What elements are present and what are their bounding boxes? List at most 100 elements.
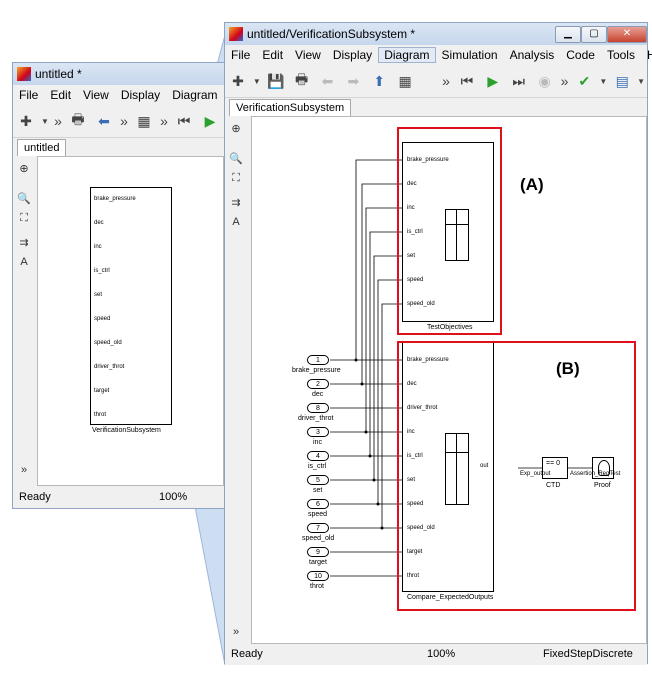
port-label: inc <box>94 244 102 250</box>
forward-arrow-icon[interactable]: ➡ <box>347 72 360 89</box>
ctd-block[interactable]: == 0 <box>542 457 568 479</box>
menu-file[interactable]: File <box>19 88 39 102</box>
inport-number: 10 <box>307 571 329 581</box>
fit-view-icon[interactable]: ⛶ <box>20 212 28 224</box>
menu-diagram[interactable]: Diagram <box>172 88 218 102</box>
route-lines-icon[interactable]: ⇉ <box>231 197 241 209</box>
menu-edit[interactable]: Edit <box>262 48 284 62</box>
back-arrow-icon[interactable]: ⬅ <box>98 112 110 129</box>
compare-expected-outputs-block[interactable]: brake_pressure dec driver_throt inc is_c… <box>402 342 494 592</box>
save-icon[interactable]: 💾 <box>267 72 285 89</box>
annotation-icon[interactable]: A <box>232 216 240 228</box>
port-label: inc <box>407 429 415 435</box>
menu-view[interactable]: View <box>83 88 109 102</box>
run-icon[interactable]: ▶ <box>487 72 499 89</box>
port-label: brake_pressure <box>94 196 136 202</box>
chevron-down-icon-3[interactable]: ▼ <box>637 76 646 86</box>
new-model-icon[interactable]: ✚ <box>20 112 32 129</box>
fit-view-icon[interactable]: ⛶ <box>232 172 240 184</box>
back-window: untitled * File Edit View Display Diagra… <box>12 62 238 509</box>
step-back-icon[interactable]: ⏮ <box>460 72 474 89</box>
menu-diagram[interactable]: Diagram <box>378 47 436 63</box>
new-model-icon[interactable]: ✚ <box>232 72 244 89</box>
proof-block[interactable] <box>592 457 614 479</box>
status-solver: FixedStepDiscrete <box>543 648 633 660</box>
route-lines-icon[interactable]: ⇉ <box>19 237 29 249</box>
subsystem-glyph-icon <box>445 433 469 505</box>
annotation-icon[interactable]: A <box>20 256 28 268</box>
hide-browser-icon[interactable]: ⊕ <box>231 123 241 135</box>
menu-file[interactable]: File <box>231 48 251 62</box>
close-button[interactable]: ✕ <box>607 26 647 43</box>
zoom-icon[interactable]: 🔍 <box>17 193 31 205</box>
maximize-button[interactable]: ▢ <box>581 26 607 43</box>
front-toolbar: ✚ ▼ 💾 🖶 ⬅ ➡ ⬆ ▦ » ⏮ ▶ ⏭ ◉ » ✔ ▼ ▤ ▼ <box>225 65 647 98</box>
subsystem-name: VerificationSubsystem <box>92 427 161 434</box>
print-icon[interactable]: 🖶 <box>71 111 85 127</box>
chevron-down-icon[interactable]: ▼ <box>252 76 261 86</box>
inport-number: 3 <box>307 427 329 437</box>
port-label: speed_old <box>94 340 122 346</box>
menu-help[interactable]: Help <box>646 48 652 62</box>
menu-display[interactable]: Display <box>332 48 373 62</box>
hide-browser-icon[interactable]: ⊕ <box>19 163 29 175</box>
chevron-down-icon[interactable]: ▼ <box>41 116 49 126</box>
signal-line <box>369 231 402 456</box>
menu-edit[interactable]: Edit <box>50 88 72 102</box>
overflow-icon-2[interactable]: » <box>560 73 569 89</box>
junction-dot <box>380 526 384 530</box>
port-label: target <box>407 549 423 555</box>
library-browser-icon[interactable]: ▦ <box>398 72 412 89</box>
compare-name: Compare_ExpectedOutputs <box>407 594 494 601</box>
port-label: is_ctrl <box>407 229 423 235</box>
check-model-icon[interactable]: ✔ <box>578 72 591 89</box>
menu-analysis[interactable]: Analysis <box>509 48 555 62</box>
overflow-icon-2[interactable]: » <box>120 113 128 129</box>
ctd-symbol: == 0 <box>546 460 561 467</box>
verification-subsystem-block[interactable]: brake_pressure dec inc is_ctrl set speed… <box>90 187 172 425</box>
port-label: is_ctrl <box>407 453 423 459</box>
port-label: set <box>94 292 103 298</box>
tab-untitled[interactable]: untitled <box>17 139 67 156</box>
proof-port-label: Assertion_ReqTest <box>570 471 621 477</box>
expand-palette-icon[interactable]: » <box>232 626 240 638</box>
inport-name: is_ctrl <box>308 463 327 470</box>
test-objectives-block[interactable]: brake_pressure dec inc is_ctrl set speed… <box>402 142 494 322</box>
back-arrow-icon[interactable]: ⬅ <box>321 72 334 89</box>
signal-line <box>361 183 402 384</box>
inport-number: 9 <box>307 547 329 557</box>
chevron-down-icon-2[interactable]: ▼ <box>599 76 608 86</box>
zoom-icon[interactable]: 🔍 <box>229 153 243 165</box>
tab-verification-subsystem[interactable]: VerificationSubsystem <box>229 99 352 116</box>
front-window-title: untitled/VerificationSubsystem * <box>247 27 416 41</box>
back-canvas[interactable]: brake_pressure dec inc is_ctrl set speed… <box>37 156 224 486</box>
port-label: speed_old <box>407 525 435 531</box>
port-label: set <box>407 477 416 483</box>
minimize-button[interactable]: ▁ <box>555 26 581 43</box>
step-back-icon[interactable]: ⏮ <box>177 112 191 129</box>
menu-tools[interactable]: Tools <box>606 48 635 62</box>
menu-view[interactable]: View <box>295 48 321 62</box>
inport-name: speed <box>308 511 328 518</box>
overflow-icon[interactable]: » <box>54 113 62 129</box>
front-canvas[interactable]: 1 brake_pressure 2 dec 8 driver_throt 3 … <box>251 116 647 644</box>
step-forward-icon[interactable]: ⏭ <box>512 72 525 89</box>
library-browser-icon[interactable]: ▦ <box>137 112 151 129</box>
overflow-icon[interactable]: » <box>442 73 450 89</box>
settings-grid-icon[interactable]: ▤ <box>615 72 629 89</box>
expand-palette-icon[interactable]: » <box>20 464 28 476</box>
menu-simulation[interactable]: Simulation <box>441 48 498 62</box>
menu-display[interactable]: Display <box>120 88 161 102</box>
inport-name: target <box>309 559 327 566</box>
back-titlebar: untitled * <box>13 63 224 85</box>
junction-dot <box>372 478 376 482</box>
signal-line <box>377 279 402 504</box>
up-arrow-icon[interactable]: ⬆ <box>373 72 386 89</box>
overflow-icon-3[interactable]: » <box>160 113 168 129</box>
print-icon[interactable]: 🖶 <box>295 71 309 87</box>
junction-dot <box>364 430 368 434</box>
run-icon[interactable]: ▶ <box>204 112 216 129</box>
stop-icon[interactable]: ◉ <box>538 72 551 89</box>
menu-code[interactable]: Code <box>566 48 595 62</box>
ctd-name: CTD <box>546 482 561 489</box>
